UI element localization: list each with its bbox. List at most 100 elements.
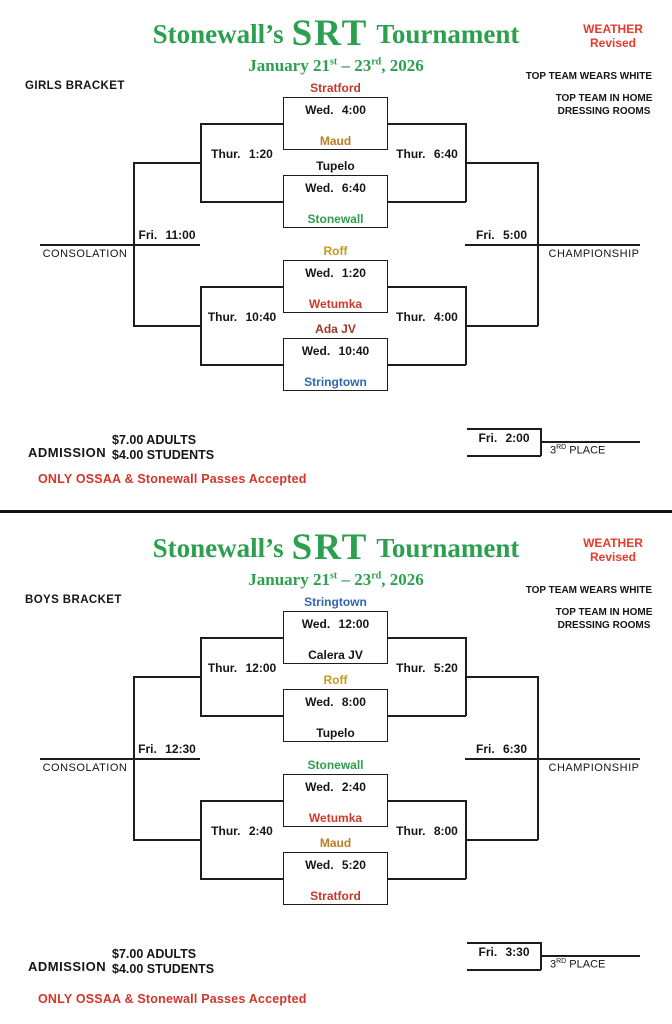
- game-time: Wed. 10:40: [301, 344, 370, 358]
- title-script: Stonewall’s: [152, 533, 284, 563]
- third-place-sup: RD: [556, 444, 567, 451]
- admission-label: ADMISSION: [28, 959, 107, 974]
- date-part: – 23: [337, 570, 372, 589]
- bracket-line: [388, 364, 466, 366]
- weather-label: WEATHER: [583, 22, 643, 36]
- bracket-line: [200, 715, 284, 717]
- bracket-line: [200, 286, 284, 288]
- bracket-line: [388, 800, 466, 802]
- round2-time: Thur. 8:00: [396, 824, 458, 838]
- game-time: Wed. 1:20: [305, 266, 366, 280]
- weather-label: WEATHER: [583, 536, 643, 550]
- admission-adults: $7.00 ADULTS: [112, 433, 197, 447]
- date-part: – 23: [337, 56, 372, 75]
- third-place-line: [540, 955, 640, 957]
- date-part: , 2026: [381, 56, 424, 75]
- title-srt: SRT: [291, 527, 369, 568]
- admission-label: ADMISSION: [28, 445, 107, 460]
- bracket-line: [40, 758, 200, 760]
- date-sup: st: [329, 56, 338, 68]
- bracket-line: [388, 123, 466, 125]
- top-team-white-note: TOP TEAM WEARS WHITE: [525, 71, 652, 82]
- team-name: Stratford: [310, 81, 361, 95]
- round2-time: Thur. 2:40: [211, 824, 273, 838]
- team-name: Calera JV: [308, 648, 363, 662]
- bracket-label: BOYS BRACKET: [25, 594, 122, 606]
- date-part: January 21: [248, 56, 330, 75]
- bracket-line: [200, 800, 284, 802]
- bracket-line: [465, 325, 538, 327]
- consolation-label: CONSOLATION: [42, 762, 128, 774]
- bracket-line: [388, 715, 466, 717]
- team-name: Wetumka: [308, 297, 363, 311]
- game-box: Roff Wed. 1:20 Wetumka: [283, 244, 388, 313]
- bracket-line: [40, 244, 200, 246]
- team-name: Tupelo: [316, 726, 355, 740]
- dressing-room-note: TOP TEAM IN HOME DRESSING ROOMS: [538, 93, 670, 118]
- game-box: Maud Wed. 5:20 Stratford: [283, 836, 388, 905]
- team-name: Ada JV: [315, 322, 356, 336]
- admission-students: $4.00 STUDENTS: [112, 448, 215, 462]
- bracket-line: [200, 878, 284, 880]
- title-rest: Tournament: [376, 533, 520, 563]
- third-place-text: PLACE: [566, 444, 606, 457]
- weather-revised-label: Revised: [589, 36, 637, 50]
- game-time: Wed. 2:40: [305, 780, 366, 794]
- round2-time: Thur. 6:40: [396, 147, 458, 161]
- weather-note: WEATHER Revised: [560, 536, 666, 564]
- team-name: Stratford: [310, 889, 361, 903]
- passes-note: ONLY OSSAA & Stonewall Passes Accepted: [38, 992, 307, 1006]
- admission-students: $4.00 STUDENTS: [112, 962, 215, 976]
- team-name: Maud: [319, 134, 352, 148]
- bracket-line: [200, 123, 284, 125]
- consolation-time: Fri. 11:00: [138, 228, 196, 242]
- round2-time: Thur. 5:20: [396, 661, 458, 675]
- weather-revised-label: Revised: [589, 550, 637, 564]
- page-divider: [0, 510, 672, 513]
- game-box: Roff Wed. 8:00 Tupelo: [283, 673, 388, 742]
- bracket-line: [133, 325, 201, 327]
- round2-time: Thur. 4:00: [396, 310, 458, 324]
- team-name: Stonewall: [307, 212, 364, 226]
- team-name: Roff: [323, 673, 348, 687]
- bracket-line: [133, 839, 201, 841]
- bracket-line: [200, 364, 284, 366]
- third-place-time: Fri. 2:00: [478, 431, 530, 445]
- third-place-text: PLACE: [566, 958, 606, 971]
- bracket-line: [465, 244, 640, 246]
- team-name: Stringtown: [304, 595, 367, 609]
- round2-time: Thur. 10:40: [207, 310, 277, 324]
- title-script: Stonewall’s: [152, 19, 284, 49]
- third-place-line: [467, 428, 541, 430]
- team-name: Tupelo: [316, 159, 355, 173]
- bracket-line: [465, 162, 538, 164]
- bracket-line: [388, 201, 466, 203]
- dressing-room-note-line2: DRESSING ROOMS: [557, 105, 651, 117]
- game-time: Wed. 4:00: [305, 103, 366, 117]
- bracket-line: [388, 637, 466, 639]
- consolation-time: Fri. 12:30: [138, 742, 196, 756]
- consolation-label: CONSOLATION: [42, 248, 128, 260]
- weather-note: WEATHER Revised: [560, 22, 666, 50]
- team-name: Wetumka: [308, 811, 363, 825]
- third-place-text: 3: [550, 444, 557, 457]
- bracket-line: [133, 162, 201, 164]
- date-part: January 21: [248, 570, 330, 589]
- third-place-line: [467, 969, 541, 971]
- game-box: Tupelo Wed. 6:40 Stonewall: [283, 159, 388, 228]
- third-place-label: 3RD PLACE: [550, 958, 605, 971]
- title-srt: SRT: [291, 13, 369, 54]
- dressing-room-note-line2: DRESSING ROOMS: [557, 619, 651, 631]
- game-box: Stringtown Wed. 12:00 Calera JV: [283, 595, 388, 664]
- tournament-dates: January 21st – 23rd, 2026: [0, 56, 672, 76]
- game-box: Ada JV Wed. 10:40 Stringtown: [283, 322, 388, 391]
- dressing-room-note-line1: TOP TEAM IN HOME: [555, 607, 653, 618]
- dressing-room-note: TOP TEAM IN HOME DRESSING ROOMS: [538, 607, 670, 632]
- round2-time: Thur. 1:20: [211, 147, 273, 161]
- championship-label: CHAMPIONSHIP: [548, 248, 640, 260]
- third-place-line: [467, 455, 541, 457]
- game-time: Wed. 12:00: [301, 617, 370, 631]
